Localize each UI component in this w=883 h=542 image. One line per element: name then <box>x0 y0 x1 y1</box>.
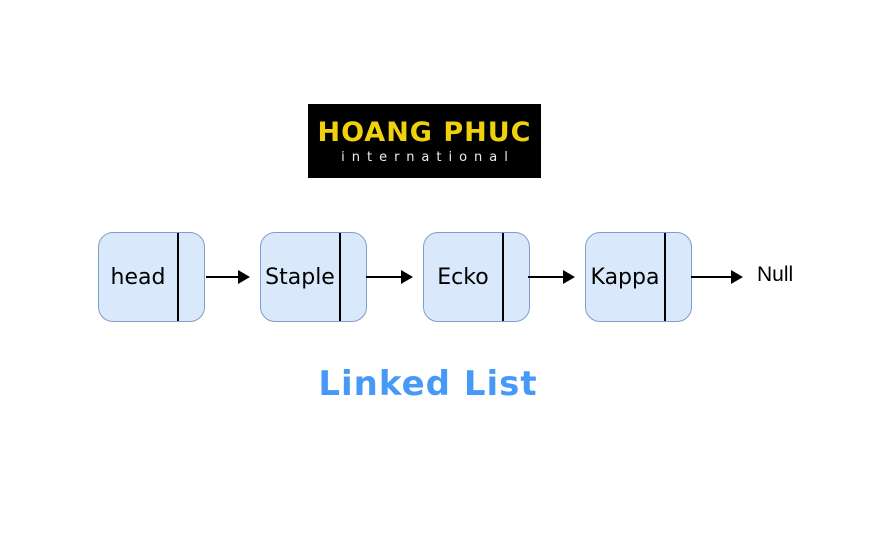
node-label: head <box>110 264 166 290</box>
hoang-phuc-logo: HOANG PHUC international <box>308 104 541 178</box>
logo-title: HOANG PHUC <box>317 116 532 148</box>
list-node-head: head <box>98 232 205 322</box>
node-pointer-divider <box>177 233 179 321</box>
node-pointer-divider <box>339 233 341 321</box>
node-label: Staple <box>265 264 335 290</box>
node-label: Kappa <box>590 264 660 290</box>
node-label: Ecko <box>437 264 489 290</box>
arrow-icon <box>528 270 575 284</box>
node-pointer-divider <box>502 233 504 321</box>
list-node-staple: Staple <box>260 232 367 322</box>
null-terminator-label: Null <box>757 263 794 286</box>
arrow-icon <box>691 270 743 284</box>
diagram-caption: Linked List <box>318 364 538 404</box>
logo-subtitle: international <box>341 149 515 165</box>
arrow-icon <box>206 270 250 284</box>
list-node-ecko: Ecko <box>423 232 530 322</box>
arrow-icon <box>366 270 413 284</box>
node-pointer-divider <box>664 233 666 321</box>
list-node-kappa: Kappa <box>585 232 692 322</box>
